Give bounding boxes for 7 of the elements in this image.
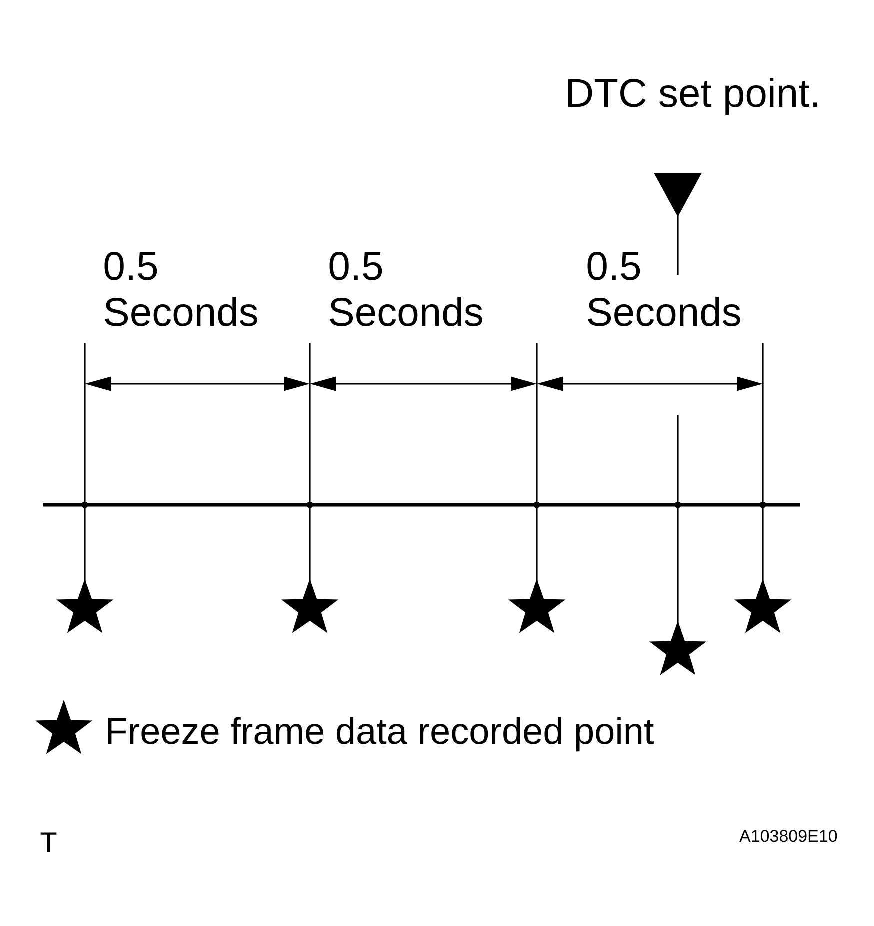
interval-label: 0.5 Seconds: [330, 252, 482, 326]
annotation-text: DTC set point.: [568, 78, 818, 116]
legend-text: Freeze frame data recorded point: [108, 717, 654, 752]
figure-code: A103809E10: [740, 830, 838, 842]
interval-label: 0.5 Seconds: [104, 252, 258, 326]
interval-label: 0.5 Seconds: [588, 252, 740, 326]
corner-label: T: [40, 832, 57, 852]
